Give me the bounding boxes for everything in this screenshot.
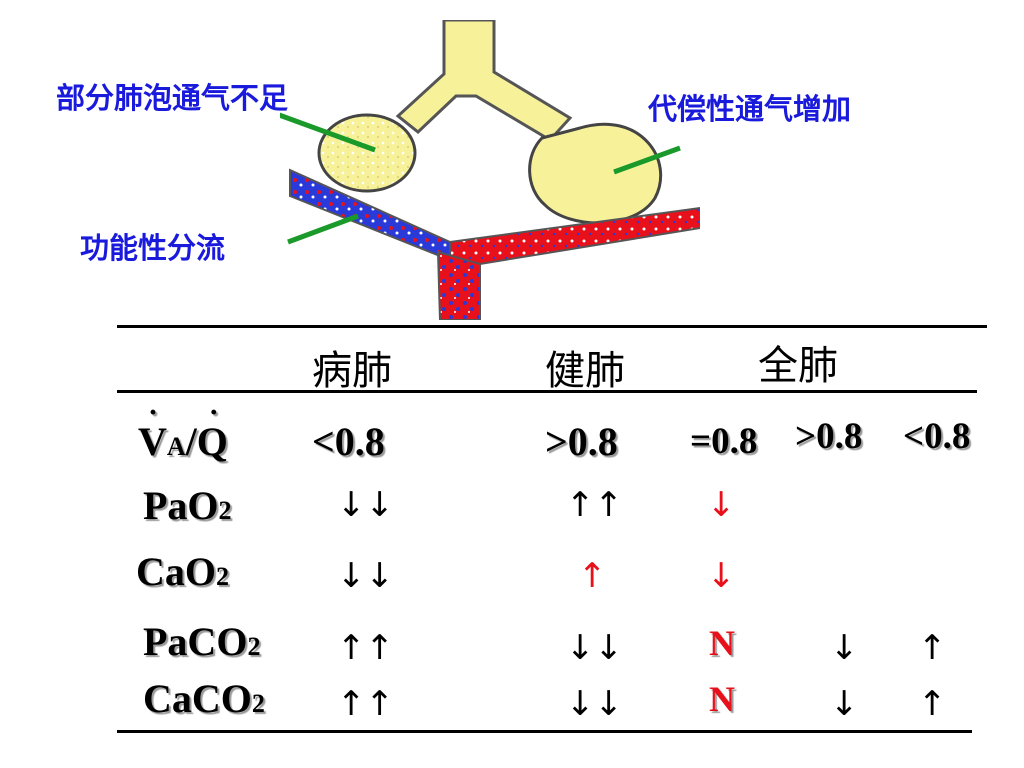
pao2-whole: ↓ [707, 485, 736, 525]
healthy-alveolus [528, 122, 662, 225]
alveoli-diagram [280, 20, 700, 320]
header-diseased-lung: 病肺 [312, 348, 392, 394]
paco2-diseased: ↑↑ [337, 628, 394, 668]
table-top-rule [117, 325, 987, 328]
caco2-diseased: ↑↑ [337, 684, 394, 724]
cao2-whole: ↓ [707, 556, 736, 596]
row-label-caco2: CaCO2 [143, 676, 265, 721]
pao2-healthy: ↑↑ [566, 485, 623, 525]
cao2-healthy: ↑ [578, 556, 607, 596]
vaq-whole-greater: >0.8 [795, 416, 863, 457]
caco2-whole-less: ↑ [918, 684, 947, 724]
paco2-whole-normal: N [709, 623, 735, 663]
row-label-pao2: PaO2 [143, 483, 232, 528]
caco2-whole-normal: N [709, 679, 735, 719]
capillary-outflow [436, 250, 481, 320]
table-bottom-rule [117, 730, 972, 733]
row-label-paco2: PaCO2 [143, 619, 261, 664]
trachea [395, 20, 573, 142]
paco2-whole-less: ↑ [918, 628, 947, 668]
header-whole-lung: 全肺 [758, 343, 838, 389]
header-healthy-lung: 健肺 [545, 348, 625, 394]
vaq-diseased: <0.8 [312, 419, 385, 464]
pointer-line-compensatory [613, 145, 681, 175]
caco2-whole-greater: ↓ [830, 684, 859, 724]
vaq-whole-equal: =0.8 [690, 421, 758, 462]
pointer-line-shunt [287, 213, 359, 245]
label-partial-hypoventilation: 部分肺泡通气不足 [56, 81, 289, 115]
label-compensatory-increase: 代偿性通气增加 [648, 92, 852, 126]
diseased-alveolus [317, 113, 417, 193]
table-header-rule [117, 390, 977, 393]
vaq-whole-less: <0.8 [903, 416, 971, 457]
pao2-diseased: ↓↓ [337, 485, 394, 525]
cao2-diseased: ↓↓ [337, 556, 394, 596]
pointer-line-hypoventilation [280, 112, 376, 153]
caco2-healthy: ↓↓ [566, 684, 623, 724]
label-functional-shunt: 功能性分流 [80, 231, 226, 265]
paco2-healthy: ↓↓ [566, 628, 623, 668]
vaq-healthy: >0.8 [545, 419, 618, 464]
row-label-cao2: CaO2 [136, 549, 229, 594]
paco2-whole-greater: ↓ [830, 628, 859, 668]
row-label-vaq: · VA/·Q [138, 396, 228, 464]
